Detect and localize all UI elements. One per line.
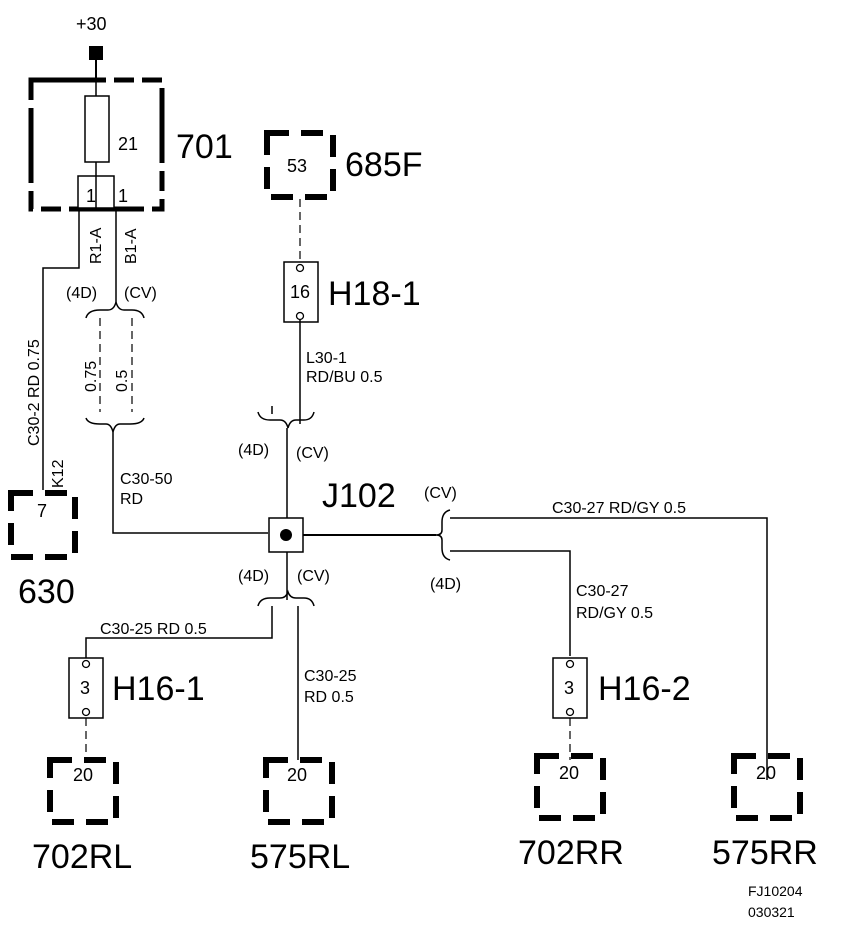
wire-c30-25-mid-line1: C30-25 <box>304 668 357 685</box>
node-575rl-pin: 20 <box>287 765 307 785</box>
split-right-top: (CV) <box>424 485 457 502</box>
node-575rl: 20 <box>263 757 335 825</box>
fuse-box-701: 21 1 1 <box>28 77 165 212</box>
node-630-box <box>8 490 78 560</box>
node-575rr: 20 <box>731 753 803 821</box>
wire-c30-27-side-line1: C30-27 <box>576 583 629 600</box>
split-lower-left: (4D) <box>238 568 269 585</box>
split-mid-right: (CV) <box>296 445 329 462</box>
split-lower-right: (CV) <box>297 568 330 585</box>
node-702rr-id: 702RR <box>518 834 624 872</box>
connector-h16-1-id: H16-1 <box>112 670 205 708</box>
fuse-element <box>84 95 110 163</box>
wire-c30-27-top-label: C30-27 RD/GY 0.5 <box>552 500 686 517</box>
wire-c30-27-side-line2: RD/GY 0.5 <box>576 605 653 622</box>
mid-brace <box>257 411 315 429</box>
node-575rr-pin: 20 <box>756 763 776 783</box>
footer-code: FJ10204 <box>748 883 803 899</box>
node-685f-pin: 53 <box>287 156 307 176</box>
node-702rl: 20 <box>47 757 119 825</box>
junction-dot <box>280 529 292 541</box>
power-label: +30 <box>76 14 107 34</box>
wire-c30-25-mid-line2: RD 0.5 <box>304 689 354 706</box>
lower-brace <box>257 589 315 607</box>
node-702rr-pin: 20 <box>559 763 579 783</box>
connector-h16-2-id: H16-2 <box>598 670 691 708</box>
wire-c30-50-line2: RD <box>120 491 143 508</box>
wire-c30-2-label: C30-2 RD 0.75 <box>26 339 43 446</box>
pin-right-label: 1 <box>118 186 128 206</box>
right-brace <box>435 509 451 561</box>
wire-l30-1-line1: L30-1 <box>306 350 347 367</box>
junction-id: J102 <box>322 477 396 515</box>
connector-h16-1-pin: 3 <box>80 678 90 698</box>
junction-j102[interactable] <box>268 517 304 553</box>
split-mid-left: (4D) <box>238 442 269 459</box>
wire-r1a-label: R1-A <box>88 227 105 264</box>
wire-l30-1-line2: RD/BU 0.5 <box>306 369 383 386</box>
connector-h16-1: 3 <box>68 657 104 719</box>
footer-date: 030321 <box>748 904 795 920</box>
node-702rl-pin: 20 <box>73 765 93 785</box>
wire-k12-label: K12 <box>50 459 67 488</box>
split-upper-right: (CV) <box>124 285 157 302</box>
wire-c30-27-side <box>450 550 571 656</box>
split-upper-left: (4D) <box>66 285 97 302</box>
wire-c30-27-top <box>450 517 768 780</box>
node-702rr: 20 <box>534 753 606 821</box>
node-630-pin: 7 <box>37 501 47 521</box>
node-702rl-id: 702RL <box>32 838 132 876</box>
power-terminal <box>89 46 103 60</box>
wire-b1a-label: B1-A <box>123 228 140 264</box>
node-575rr-id: 575RR <box>712 834 818 872</box>
wire-c30-25-left-label: C30-25 RD 0.5 <box>100 621 207 638</box>
node-630-id: 630 <box>18 573 75 611</box>
split-upper-size-left: 0.75 <box>83 361 100 392</box>
upper-brace-bottom <box>85 417 145 433</box>
pin-left-label: 1 <box>86 186 96 206</box>
connector-h18-1: 16 <box>283 261 319 323</box>
split-right-bottom: (4D) <box>430 576 461 593</box>
wire-c30-25-left <box>85 606 273 660</box>
connector-h16-2: 3 <box>552 657 588 719</box>
wire-c30-50-line1: C30-50 <box>120 471 173 488</box>
wire-c30-50 <box>112 432 268 534</box>
connector-h16-2-pin: 3 <box>564 678 574 698</box>
connector-h18-1-pin: 16 <box>290 282 310 302</box>
connector-h18-1-id: H18-1 <box>328 275 421 313</box>
split-upper-size-right: 0.5 <box>114 370 131 392</box>
node-575rl-id: 575RL <box>250 838 350 876</box>
fuse-box-id: 701 <box>176 128 233 166</box>
fuse-number: 21 <box>118 134 138 154</box>
upper-brace-top <box>85 301 145 319</box>
node-685f-id: 685F <box>345 146 423 184</box>
